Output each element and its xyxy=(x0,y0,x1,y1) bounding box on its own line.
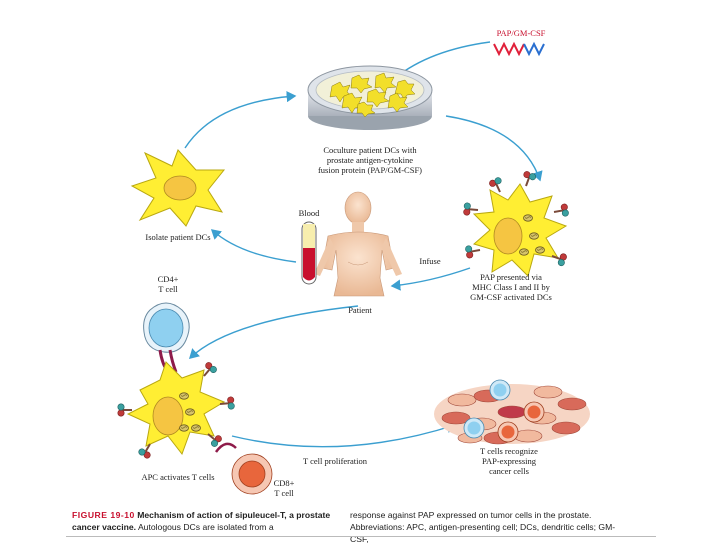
isolated-dendritic-cell xyxy=(130,149,226,227)
pap-gmcsf-label: PAP/GM-CSF xyxy=(496,28,546,38)
arrow-patient-to-apc xyxy=(188,305,359,359)
activated-dendritic-cell xyxy=(462,169,571,277)
arrow-proliferation xyxy=(231,422,457,448)
cd4-label: CD4+ T cell xyxy=(157,274,179,294)
infuse-label: Infuse xyxy=(419,256,441,266)
cd4-t-cell xyxy=(143,302,190,373)
recognize-label: T cells recognize PAP-expressing cancer … xyxy=(480,446,538,476)
arrow-dish-to-activated xyxy=(445,115,543,182)
pap-gmcsf-icon xyxy=(493,41,545,57)
figure-title: Mechanism of action of sipuleucel-T, a p… xyxy=(72,510,331,532)
patient-label: Patient xyxy=(348,305,372,315)
mechanism-diagram xyxy=(116,41,590,495)
patient-figure xyxy=(314,191,402,297)
cd8-label: CD8+ T cell xyxy=(273,478,295,498)
blood-tube-icon xyxy=(301,221,317,285)
petri-dish-icon xyxy=(307,65,433,130)
tumor-tissue-icon xyxy=(434,379,590,445)
proliferation-label: T cell proliferation xyxy=(302,456,368,466)
isolate-label: Isolate patient DCs xyxy=(145,232,211,242)
arrow-isolate-to-dish xyxy=(184,91,297,149)
figure-number: FIGURE 19-10 xyxy=(72,510,135,520)
caption-right: response against PAP expressed on tumor … xyxy=(350,510,616,544)
bottom-rule xyxy=(66,536,656,537)
pap-presented-label: PAP presented via MHC Class I and II by … xyxy=(470,272,552,302)
arrow-blood-to-isolate xyxy=(210,229,297,263)
coculture-label: Coculture patient DCs with prostate anti… xyxy=(317,145,423,175)
caption-left: FIGURE 19-10 Mechanism of action of sipu… xyxy=(72,509,340,533)
apc-dendritic-cell xyxy=(116,360,236,461)
caption-text-left: Autologous DCs are isolated from a xyxy=(137,522,274,532)
arrow-infuse xyxy=(390,267,471,291)
blood-label: Blood xyxy=(298,208,320,218)
apc-label: APC activates T cells xyxy=(141,472,215,482)
cd8-t-cell xyxy=(214,442,273,495)
